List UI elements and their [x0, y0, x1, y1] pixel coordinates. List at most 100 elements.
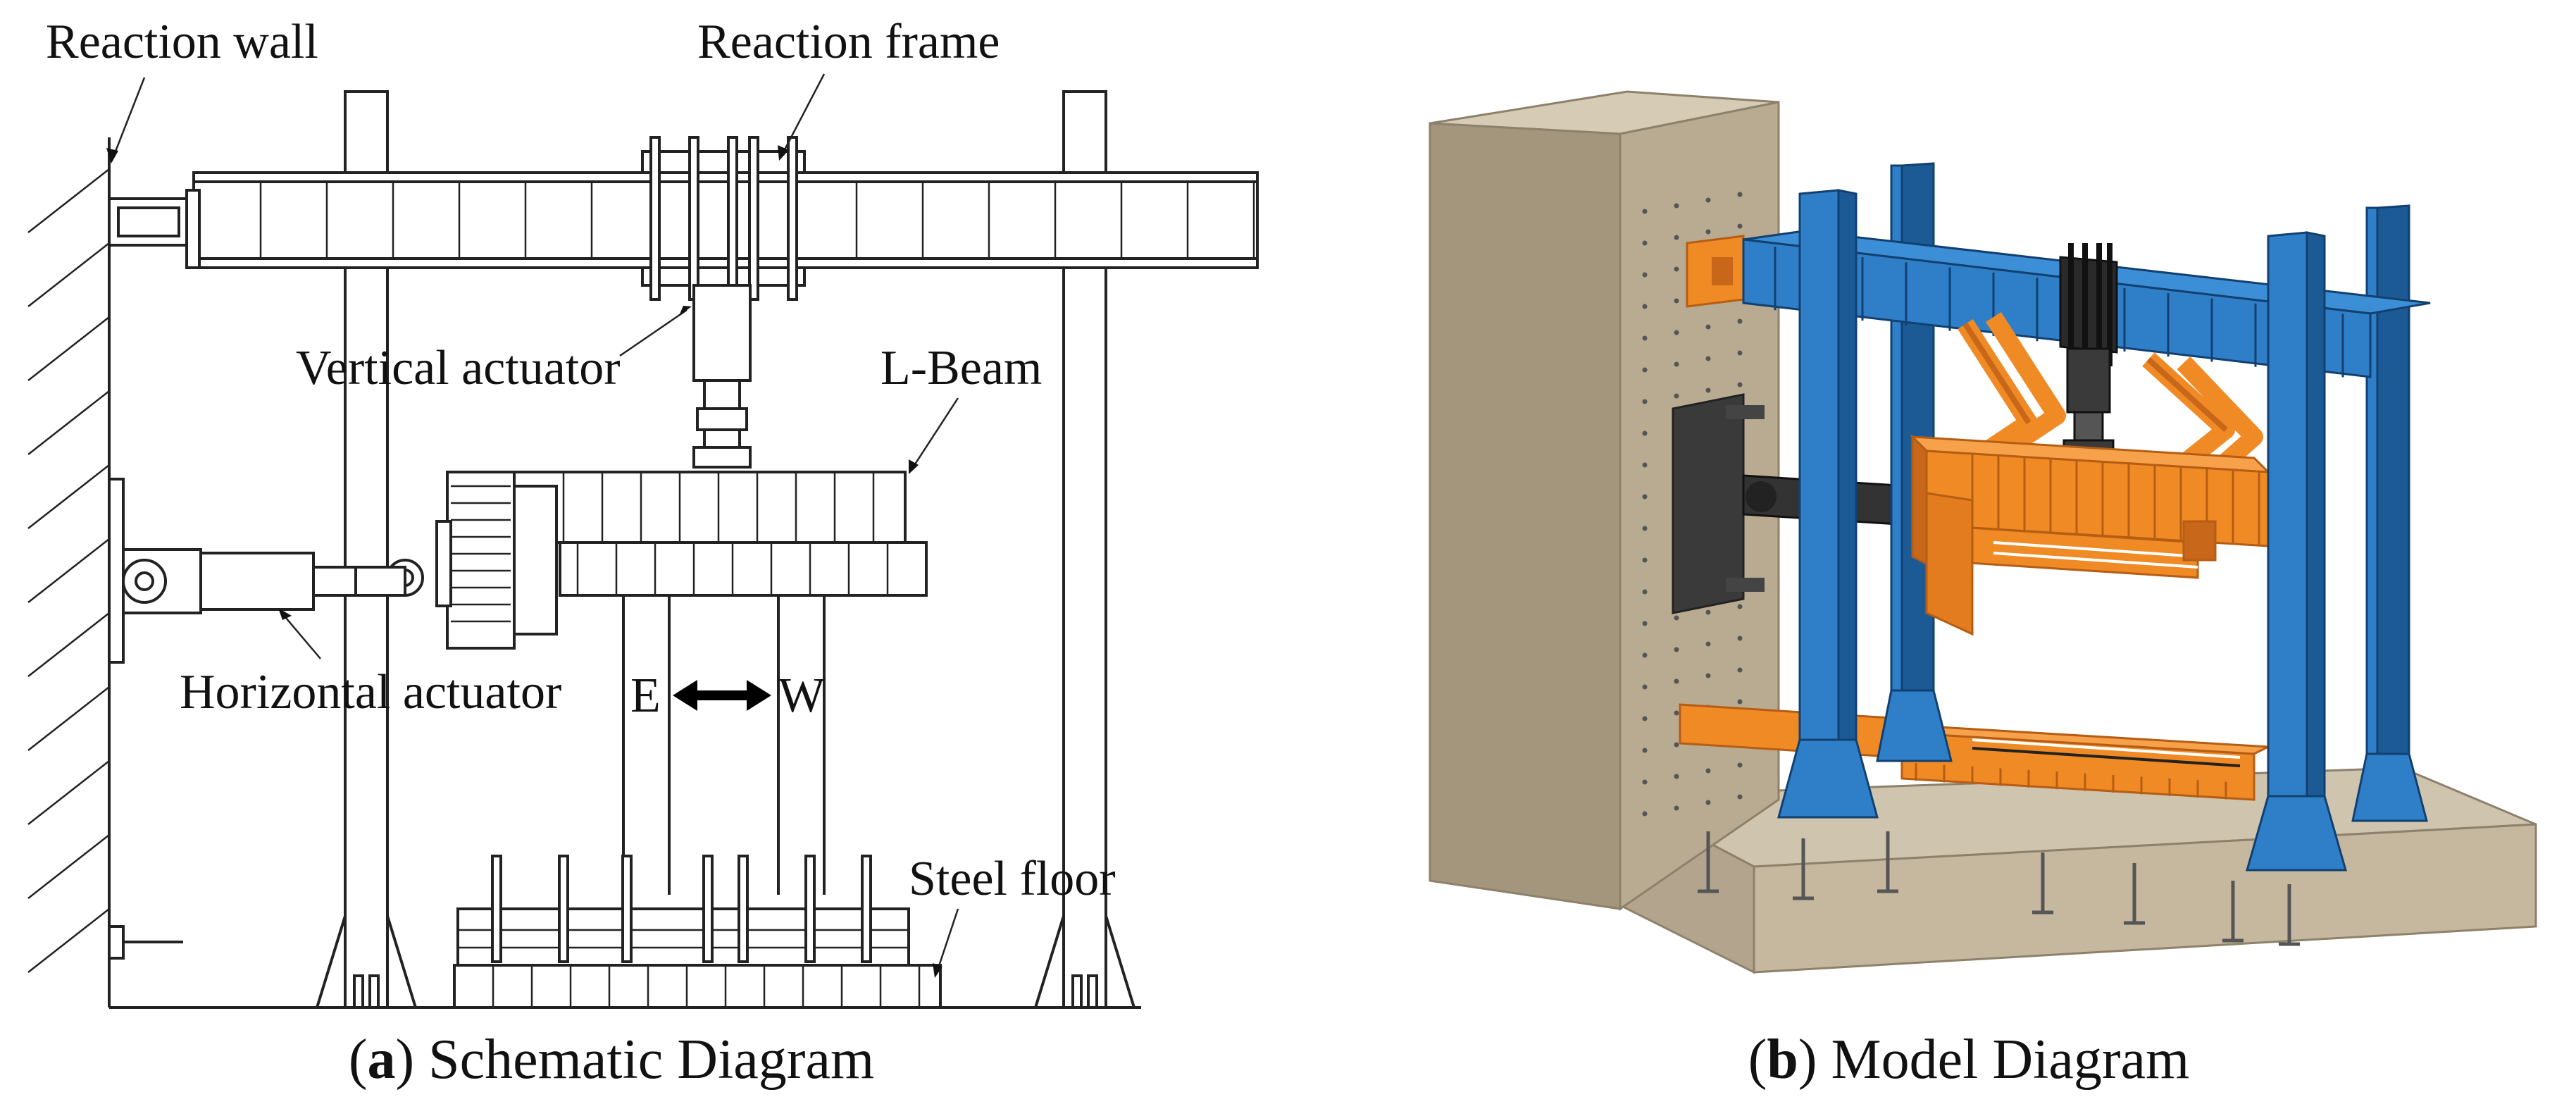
wall-hole — [1737, 192, 1743, 197]
wall-hole — [1737, 699, 1743, 705]
anchor-bolt — [702, 855, 714, 963]
anchor-bolt — [558, 855, 569, 963]
wall-hole — [1674, 266, 1679, 272]
clamp-rod — [727, 136, 738, 301]
anchor-bolt — [621, 855, 633, 963]
wall-hole — [1642, 462, 1648, 468]
anchor-bolt — [491, 855, 502, 963]
wall-hole — [1642, 811, 1648, 817]
wall-hole — [1705, 673, 1711, 678]
wall-hole — [1642, 494, 1648, 500]
clamp-b-rod — [2096, 243, 2102, 366]
wall-hole — [1674, 647, 1679, 652]
wall-hole — [1642, 716, 1648, 721]
wall-hole — [1737, 223, 1743, 229]
vertical-actuator — [692, 284, 752, 469]
wall-hole — [1674, 615, 1679, 621]
direction-arrow — [673, 680, 771, 711]
reaction-frame-beam — [108, 136, 1259, 301]
horizontal-actuator — [108, 478, 406, 664]
wall-hatch-line — [27, 686, 110, 751]
label-east: E — [630, 669, 661, 723]
wall-hole — [1737, 636, 1743, 641]
wall-hole — [1674, 805, 1679, 811]
wall-hole — [1642, 367, 1648, 373]
frame-beam-model — [1742, 230, 2431, 378]
wall-hole — [1737, 604, 1743, 609]
wall-hatch-line — [27, 390, 110, 455]
wall-hole — [1642, 557, 1648, 563]
clamp-rod — [748, 136, 759, 301]
leader-lines — [106, 73, 959, 978]
wall-hole — [1737, 318, 1743, 324]
schematic-panel: Reaction wall Reaction frame Vertical ac… — [27, 15, 1259, 1091]
wall-hatch-line — [27, 538, 110, 603]
wall-hatch-line — [27, 908, 110, 973]
wall-hole — [1737, 762, 1743, 768]
wall-hole — [1674, 361, 1679, 367]
wall-hole — [1737, 382, 1743, 388]
wall-hole — [1642, 589, 1648, 595]
wall-hole — [1737, 667, 1743, 673]
wall-hatch-line — [27, 464, 110, 529]
clamp-b-rod — [2107, 243, 2113, 366]
wall-hole — [1705, 388, 1711, 393]
wall-hole — [1737, 350, 1743, 356]
clamp-rod — [649, 136, 661, 301]
wall-hole — [1642, 240, 1648, 246]
wall-hatch-line — [27, 316, 110, 381]
label-reaction-wall: Reaction wall — [46, 15, 318, 69]
vertical-actuator-model — [2062, 347, 2115, 459]
label-vertical-actuator: Vertical actuator — [296, 341, 621, 395]
anchor-bolt — [738, 855, 749, 963]
wall-hole — [1705, 324, 1711, 330]
wall-hatch-line — [27, 834, 110, 899]
clamp-b-rod — [2082, 243, 2088, 366]
caption-b: (b) Model Diagram — [1748, 1029, 2190, 1091]
label-reaction-frame: Reaction frame — [697, 15, 1000, 69]
wall-hole — [1674, 235, 1679, 240]
front-columns — [1777, 189, 2428, 872]
wall-hole — [1705, 609, 1711, 615]
wall-bracket — [1686, 235, 1745, 308]
wall-hole — [1705, 768, 1711, 774]
wall-hole — [1737, 794, 1743, 800]
wall-plate — [1672, 393, 1765, 614]
wall-hole — [1674, 203, 1679, 209]
reaction-wall — [27, 137, 111, 1008]
wall-hole — [1674, 678, 1679, 684]
wall-hole — [1674, 298, 1679, 304]
l-beam — [386, 471, 928, 650]
wall-hole — [1705, 356, 1711, 361]
caption-a: (a) Schematic Diagram — [349, 1029, 874, 1091]
steel-floor — [108, 855, 942, 1009]
clamp-b-rod — [2068, 243, 2074, 366]
label-steel-floor: Steel floor — [909, 852, 1116, 906]
wall-hole — [1674, 393, 1679, 399]
wall-hole — [1642, 779, 1648, 785]
wall-hole — [1642, 684, 1648, 690]
wall-hole — [1642, 652, 1648, 658]
specimen — [622, 595, 826, 895]
clamp-rod — [688, 136, 699, 301]
wall-hatch-line — [27, 760, 110, 825]
wall-hole — [1642, 399, 1648, 404]
model-panel: (b) Model Diagram — [1429, 90, 2537, 1091]
wall-hole — [1705, 800, 1711, 805]
label-west: W — [778, 669, 825, 723]
l-beam-model — [1910, 434, 2271, 636]
wall-hole — [1674, 742, 1679, 748]
wall-hatch-line — [27, 168, 110, 233]
label-horizontal-actuator: Horizontal actuator — [180, 665, 561, 719]
wall-hole — [1642, 304, 1648, 309]
wall-hole — [1705, 641, 1711, 647]
wall-hole — [1642, 430, 1648, 436]
wall-hole — [1674, 774, 1679, 779]
wall-hole — [1674, 710, 1679, 716]
wall-hole — [1674, 330, 1679, 335]
wall-hole — [1642, 272, 1648, 278]
wall-hole — [1642, 526, 1648, 531]
clamp-rod — [787, 136, 798, 301]
wall-hatch-line — [27, 612, 110, 677]
